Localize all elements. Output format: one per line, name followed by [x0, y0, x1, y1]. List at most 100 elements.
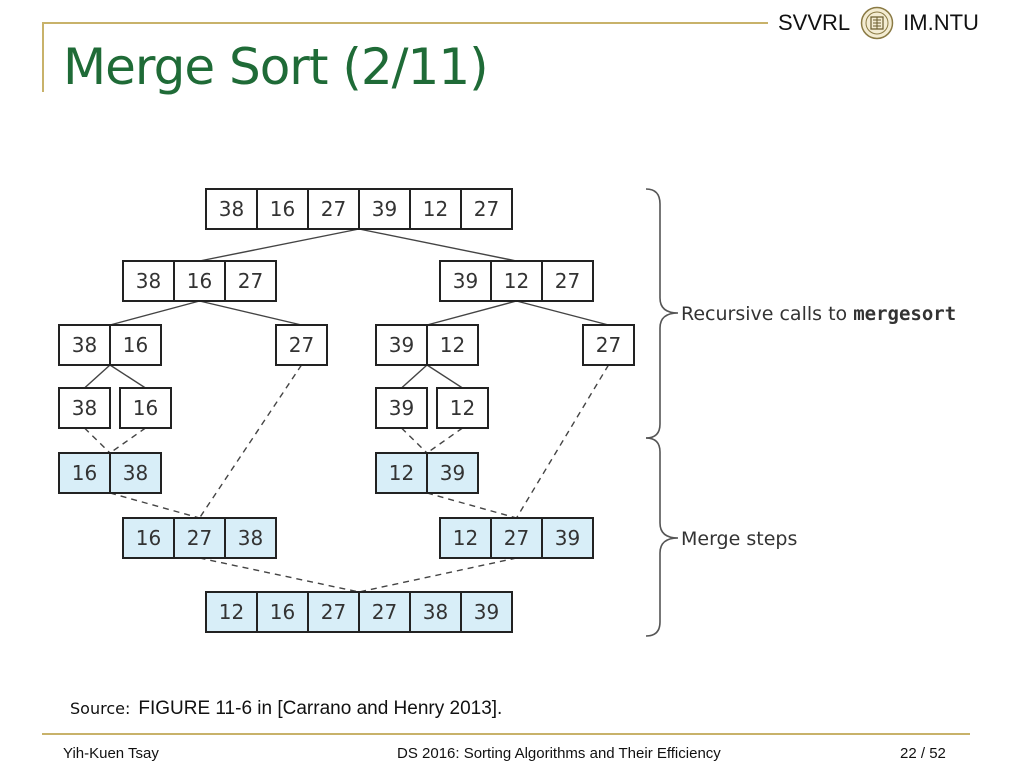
array-cell-value: 27 [321, 197, 346, 221]
array-cell-value: 12 [504, 269, 529, 293]
brand-bar: SVVRL IM.NTU [778, 6, 979, 40]
array-cell-value: 38 [136, 269, 161, 293]
split-edge [426, 300, 517, 326]
split-edge [358, 228, 517, 262]
array-cell-value: 12 [440, 333, 465, 357]
page-current: 22 [900, 745, 917, 762]
array-cell-value: 38 [423, 600, 448, 624]
brand-right: IM.NTU [903, 10, 979, 35]
footer-page-number: 22 / 52 [900, 745, 946, 762]
merge-edge [198, 364, 303, 519]
array-cell-box [358, 591, 411, 633]
array-cell-box [122, 260, 175, 302]
mergesort-code: mergesort [853, 303, 956, 325]
slide-title: Merge Sort (2/11) [63, 38, 489, 96]
array-cell-box [582, 324, 635, 366]
split-edge [199, 228, 360, 262]
array-cell-value: 27 [187, 526, 212, 550]
array-r4-a1: 12 39 [375, 452, 479, 494]
array-cell-box [205, 591, 258, 633]
array-r3-a3: 12 [436, 387, 489, 429]
array-cell-value: 27 [474, 197, 499, 221]
array-cell-value: 38 [238, 526, 263, 550]
array-cell-value: 12 [423, 197, 448, 221]
array-r3-a2: 39 [375, 387, 428, 429]
source-citation: Source: FIGURE 11-6 in [Carrano and Henry… [70, 698, 502, 720]
array-cell-value: 16 [270, 600, 295, 624]
array-cell-value: 16 [133, 396, 158, 420]
array-cell-box [224, 517, 277, 559]
array-cell-value: 27 [372, 600, 397, 624]
array-cell-box [426, 452, 479, 494]
array-cell-value: 16 [136, 526, 161, 550]
header-top-rule [42, 22, 768, 24]
array-cell-box [426, 324, 479, 366]
merge-edge [199, 557, 360, 593]
array-cell-value: 39 [389, 333, 414, 357]
footer-author: Yih-Kuen Tsay [63, 745, 159, 762]
array-cell-box [541, 517, 594, 559]
array-cell-box [439, 517, 492, 559]
university-seal-icon [860, 6, 894, 40]
array-r2-a1: 27 [275, 324, 328, 366]
split-edge [516, 300, 609, 326]
array-cell-box [460, 591, 513, 633]
array-cell-box [460, 188, 513, 230]
merge-edge [109, 427, 146, 454]
merge-edge [109, 492, 200, 519]
split-edge [401, 364, 428, 389]
array-cell-value: 16 [270, 197, 295, 221]
merge-steps-label: Merge steps [681, 528, 797, 550]
array-cell-box [490, 517, 543, 559]
array-cell-value: 27 [289, 333, 314, 357]
array-cell-box [490, 260, 543, 302]
array-cell-box [375, 324, 428, 366]
array-r2-a2: 39 12 [375, 324, 479, 366]
array-cell-value: 12 [450, 396, 475, 420]
array-cell-value: 39 [372, 197, 397, 221]
merge-steps-brace [645, 437, 679, 637]
array-cell-value: 27 [238, 269, 263, 293]
recursive-calls-brace [645, 188, 679, 439]
array-cell-value: 39 [453, 269, 478, 293]
array-cell-box [173, 260, 226, 302]
array-r2-a3: 27 [582, 324, 635, 366]
recursive-calls-text: Recursive calls to [681, 303, 853, 325]
array-cell-box [358, 188, 411, 230]
array-cell-value: 27 [555, 269, 580, 293]
array-cell-box [375, 452, 428, 494]
array-cell-value: 27 [596, 333, 621, 357]
array-cell-box [375, 387, 428, 429]
array-cell-value: 38 [123, 461, 148, 485]
array-cell-value: 39 [555, 526, 580, 550]
merge-edge [358, 557, 517, 593]
array-cell-value: 27 [321, 600, 346, 624]
split-edge [199, 300, 302, 326]
footer-rule [42, 733, 970, 735]
split-edge [426, 364, 463, 389]
array-cell-box [541, 260, 594, 302]
array-r5-a0: 16 27 38 [122, 517, 277, 559]
split-edge [109, 364, 146, 389]
array-cell-box [436, 387, 489, 429]
array-cell-box [205, 188, 258, 230]
array-cell-value: 39 [440, 461, 465, 485]
array-cell-value: 12 [389, 461, 414, 485]
source-label: Source: [70, 699, 131, 718]
array-r3-a0: 38 [58, 387, 111, 429]
source-text: FIGURE 11-6 in [Carrano and Henry 2013]. [138, 698, 503, 719]
array-cell-value: 39 [389, 396, 414, 420]
merge-edge [426, 492, 517, 519]
array-cell-box [256, 591, 309, 633]
diagram-edges [84, 228, 610, 593]
recursive-calls-label: Recursive calls to mergesort [681, 303, 956, 325]
array-cell-value: 16 [72, 461, 97, 485]
array-cell-box [109, 452, 162, 494]
array-cell-box [409, 591, 462, 633]
array-r1-a1: 39 12 27 [439, 260, 594, 302]
array-cell-value: 38 [219, 197, 244, 221]
